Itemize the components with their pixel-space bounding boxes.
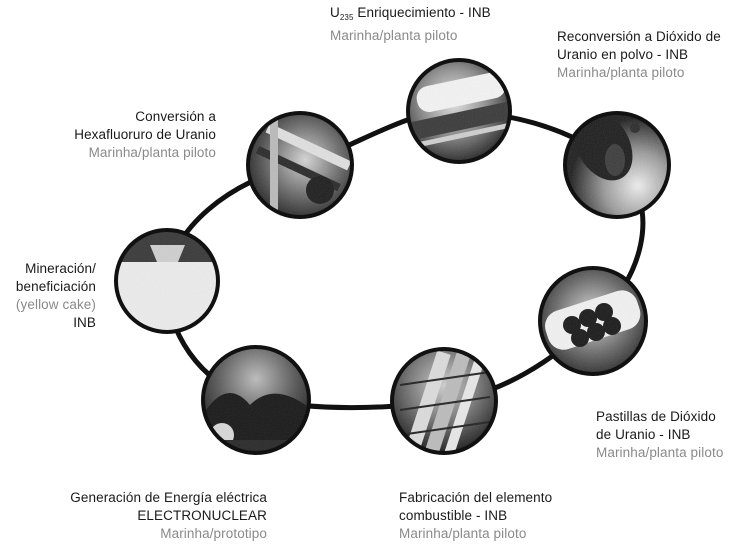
label-enrichment: U235 Enriquecimiento - INB Marinha/plant… xyxy=(330,4,550,45)
fuel-element-photo-icon xyxy=(390,347,498,455)
generation-sub: Marinha/prototipo xyxy=(160,526,267,541)
fuel-element-line1: Fabricación del elemento xyxy=(399,490,553,505)
mining-line2: beneficiación xyxy=(15,279,96,294)
nuclear-plant-photo-icon xyxy=(201,345,311,455)
label-fuel-element: Fabricación del elemento combustible - I… xyxy=(399,489,599,543)
label-conversion: Conversión a Hexafluoruro de Uranio Mari… xyxy=(40,108,216,162)
mining-line1: Mineración/ xyxy=(25,261,96,276)
enrichment-title: Enriquecimiento - INB xyxy=(353,5,491,20)
conversion-plant-photo-icon xyxy=(246,111,354,219)
reconversion-line1: Reconversión a Dióxido de xyxy=(557,29,721,44)
pellets-line1: Pastillas de Dióxido xyxy=(596,409,716,424)
conversion-sub: Marinha/planta piloto xyxy=(88,145,216,160)
fuel-element-line2: combustible - INB xyxy=(399,508,508,523)
uranium-pellets-photo-icon xyxy=(538,266,648,376)
generation-line2: ELECTRONUCLEAR xyxy=(137,508,267,523)
enrichment-photo-icon xyxy=(406,58,512,164)
pellets-sub: Marinha/planta piloto xyxy=(596,445,724,460)
conversion-line2: Hexafluoruro de Uranio xyxy=(74,127,216,142)
enrichment-isotope-index: 235 xyxy=(339,13,354,22)
enrichment-sub: Marinha/planta piloto xyxy=(330,28,458,43)
mining-line3: INB xyxy=(73,315,96,330)
mining-sub: (yellow cake) xyxy=(15,297,96,312)
uranium-dioxide-powder-photo-icon xyxy=(563,111,671,219)
conversion-line1: Conversión a xyxy=(135,109,216,124)
pellets-line2: de Uranio - INB xyxy=(596,427,691,442)
fuel-element-sub: Marinha/planta piloto xyxy=(399,526,527,541)
label-mining: Mineración/ beneficiación (yellow cake) … xyxy=(0,260,96,332)
enrichment-prefix: U xyxy=(330,5,340,20)
generation-line1: Generación de Energía eléctrica xyxy=(70,490,267,505)
mining-photo-icon xyxy=(114,228,220,334)
label-reconversion: Reconversión a Dióxido de Uranio en polv… xyxy=(557,28,747,82)
label-pellets: Pastillas de Dióxido de Uranio - INB Mar… xyxy=(596,408,746,462)
label-generation: Generación de Energía eléctrica ELECTRON… xyxy=(20,489,267,543)
reconversion-sub: Marinha/planta piloto xyxy=(557,65,685,80)
reconversion-line2: Uranio en polvo - INB xyxy=(557,47,689,62)
